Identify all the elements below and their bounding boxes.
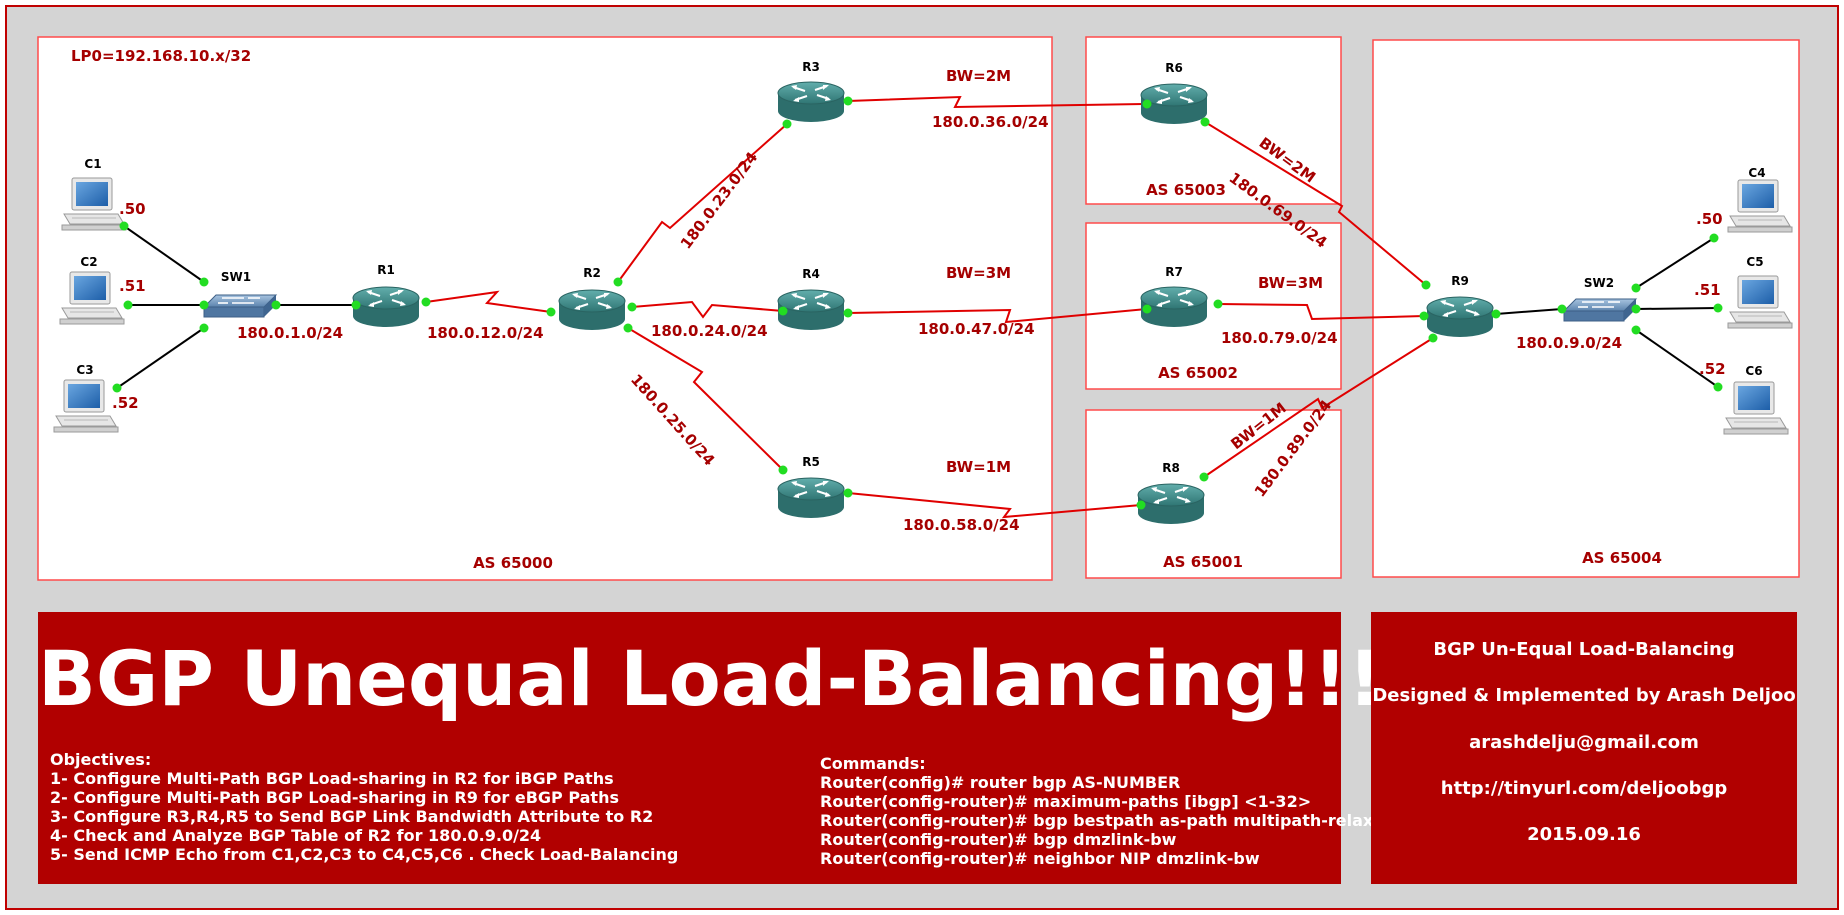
label-c6: C6 [1745,364,1762,378]
objective-item: 1- Configure Multi-Path BGP Load-sharing… [50,769,614,788]
label-r5: R5 [802,455,820,469]
command-item: Router(config-router)# bgp dmzlink-bw [820,830,1177,849]
label-r2: R2 [583,266,601,280]
label-c2: C2 [80,255,97,269]
label-c3: C3 [76,363,93,377]
label-r1: R1 [377,263,395,277]
subnet-r4-r7: 180.0.47.0/24 [918,320,1035,338]
as65001-box [1085,409,1342,579]
subnet-r3-r6: 180.0.36.0/24 [932,113,1049,131]
info-url[interactable]: http://tinyurl.com/deljoobgp [1440,778,1728,799]
subnet-r9-sw2: 180.0.9.0/24 [1516,334,1622,352]
objective-item: 5- Send ICMP Echo from C1,C2,C3 to C4,C5… [50,845,679,864]
info-date: 2015.09.16 [1527,824,1641,845]
label-r4: R4 [802,267,820,281]
bw-r7: BW=3M [1258,274,1323,292]
commands-heading: Commands: [820,754,926,773]
label-sw1: SW1 [221,270,251,284]
label-r7: R7 [1165,265,1183,279]
as65004-label: AS 65004 [1582,549,1662,567]
router-r3[interactable] [777,81,845,123]
as65001-label: AS 65001 [1163,553,1243,571]
router-r5[interactable] [777,477,845,519]
bw-r5: BW=1M [946,458,1011,476]
subnet-r1-r2: 180.0.12.0/24 [427,324,544,342]
switch-sw1[interactable] [203,294,277,318]
as65000-label: AS 65000 [473,554,553,572]
router-r8[interactable] [1137,483,1205,525]
loopback-note: LP0=192.168.10.x/32 [71,47,251,65]
commands-list: Commands: Router(config)# router bgp AS-… [820,754,1373,868]
info-designer: Designed & Implemented by Arash Deljoo [1372,685,1796,706]
info-title: BGP Un-Equal Load-Balancing [1433,639,1735,660]
as65003-label: AS 65003 [1146,181,1226,199]
router-r2[interactable] [558,289,626,331]
label-r8: R8 [1162,461,1180,475]
command-item: Router(config)# router bgp AS-NUMBER [820,773,1181,792]
objective-item: 4- Check and Analyze BGP Table of R2 for… [50,826,542,845]
host-ip-c1: .50 [119,200,146,218]
as65002-label: AS 65002 [1158,364,1238,382]
bw-r4: BW=3M [946,264,1011,282]
subnet-r7-r9: 180.0.79.0/24 [1221,329,1338,347]
command-item: Router(config-router)# bgp bestpath as-p… [820,811,1374,830]
label-c1: C1 [84,157,101,171]
switch-sw2[interactable] [1563,298,1637,322]
router-r9[interactable] [1426,296,1494,338]
host-ip-c2: .51 [119,277,146,295]
subnet-r5-r8: 180.0.58.0/24 [903,516,1020,534]
title-panel: BGP Unequal Load-Balancing!!! Objectives… [38,612,1383,884]
router-r4[interactable] [777,289,845,331]
command-item: Router(config-router)# neighbor NIP dmzl… [820,849,1260,868]
subnet-sw1-r1: 180.0.1.0/24 [237,324,343,342]
host-ip-c4: .50 [1696,210,1723,228]
as65003-box [1085,36,1342,205]
info-email[interactable]: arashdelju@gmail.com [1469,732,1699,753]
host-ip-c5: .51 [1694,281,1721,299]
as65002-box [1085,222,1342,390]
command-item: Router(config-router)# maximum-paths [ib… [820,792,1312,811]
label-sw2: SW2 [1584,276,1614,290]
label-c5: C5 [1746,255,1763,269]
bw-r3: BW=2M [946,67,1011,85]
objective-item: 3- Configure R3,R4,R5 to Send BGP Link B… [50,807,654,826]
label-c4: C4 [1748,166,1765,180]
label-r9: R9 [1451,274,1469,288]
host-ip-c3: .52 [112,394,139,412]
objectives-heading: Objectives: [50,750,152,769]
label-r6: R6 [1165,61,1183,75]
router-r1[interactable] [352,286,420,328]
subnet-r2-r4: 180.0.24.0/24 [651,322,768,340]
page-title: BGP Unequal Load-Balancing!!! [38,634,1383,723]
port-dots [112,96,1723,510]
objectives-list: Objectives: 1- Configure Multi-Path BGP … [50,750,678,864]
info-panel: BGP Un-Equal Load-Balancing Designed & I… [1371,612,1797,884]
objective-item: 2- Configure Multi-Path BGP Load-sharing… [50,788,619,807]
label-r3: R3 [802,60,820,74]
host-ip-c6: .52 [1699,360,1726,378]
